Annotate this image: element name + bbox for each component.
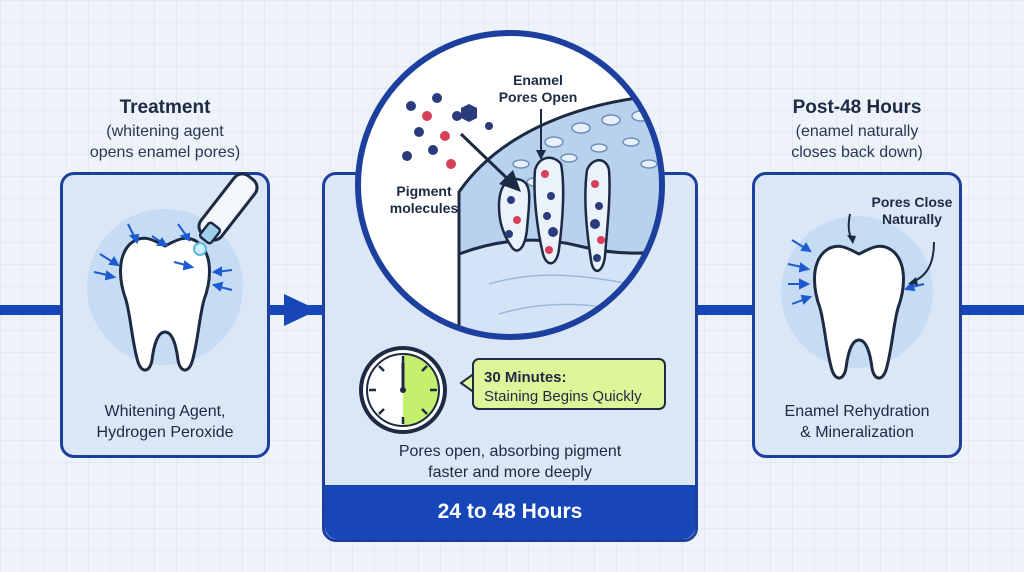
pigment-molecules-label: Pigment molecules [389,183,459,216]
clock-icon [359,346,447,434]
post-title: Post-48 Hours [792,97,922,118]
magnifier-lens [355,30,665,340]
duration-footer: 24 to 48 Hours [325,485,695,539]
post-subtitle: (enamel naturally closes back down) [791,123,923,161]
treatment-title: Treatment [119,97,211,118]
post-caption: Enamel Rehydration & Mineralization [784,403,930,441]
post-tooth-illustration [781,213,935,380]
tooth-icon [813,244,905,380]
treatment-subtitle: (whitening agent opens enamel pores) [89,123,241,161]
timeline-arrow-icon [284,294,318,326]
enamel-pores-label: Enamel Pores Open [498,72,578,105]
treatment-caption: Whitening Agent, Hydrogen Peroxide [96,403,234,441]
pigment-arrow-icon [459,132,521,192]
callout-pointer [459,371,475,395]
treatment-tooth-illustration [87,172,259,372]
pores-close-label: Pores Close Naturally [871,194,953,227]
applicator-icon [193,172,259,256]
staining-callout: 30 Minutes: Staining Begins Quickly [472,358,666,410]
middle-caption: Pores open, absorbing pigment faster and… [398,443,622,481]
